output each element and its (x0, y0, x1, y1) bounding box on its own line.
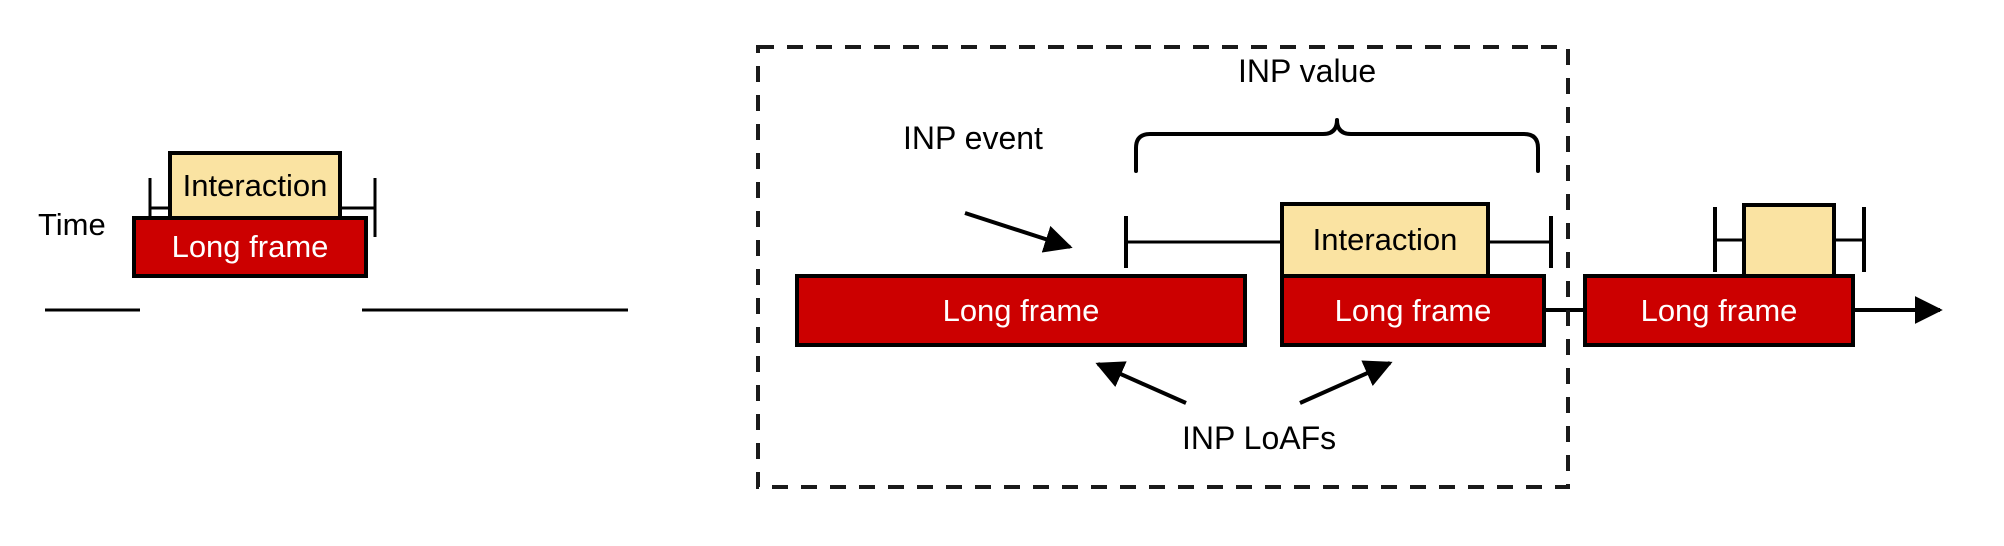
long-frame-box-2 (795, 274, 1247, 347)
inp-loafs-label: INP LoAFs (1182, 420, 1337, 456)
interaction-box-3 (1280, 202, 1490, 278)
interaction-measure-4 (1713, 207, 1866, 272)
inp-loafs-arrow-left (1095, 361, 1187, 405)
interaction-measure-3 (1124, 216, 1553, 268)
frame-group-3 (1124, 202, 1553, 347)
inp-event-arrow (964, 211, 1073, 253)
inp-value-label: INP value (1238, 53, 1377, 89)
inp-loafs-arrow-right (1299, 360, 1393, 405)
interaction-box-4 (1742, 203, 1836, 278)
frame-group-2 (795, 274, 1247, 347)
inp-highlight-box (756, 45, 1570, 489)
frame-group-4 (1583, 203, 1866, 347)
long-frame-box-3 (1280, 274, 1546, 347)
frame-group-1 (132, 151, 377, 278)
inp-event-label: INP event (903, 120, 1043, 156)
interaction-box-1 (168, 151, 342, 221)
long-frame-box-1 (132, 216, 368, 278)
long-frame-box-4 (1583, 274, 1855, 347)
time-axis-label: Time (38, 207, 106, 242)
inp-value-brace (1134, 118, 1540, 173)
